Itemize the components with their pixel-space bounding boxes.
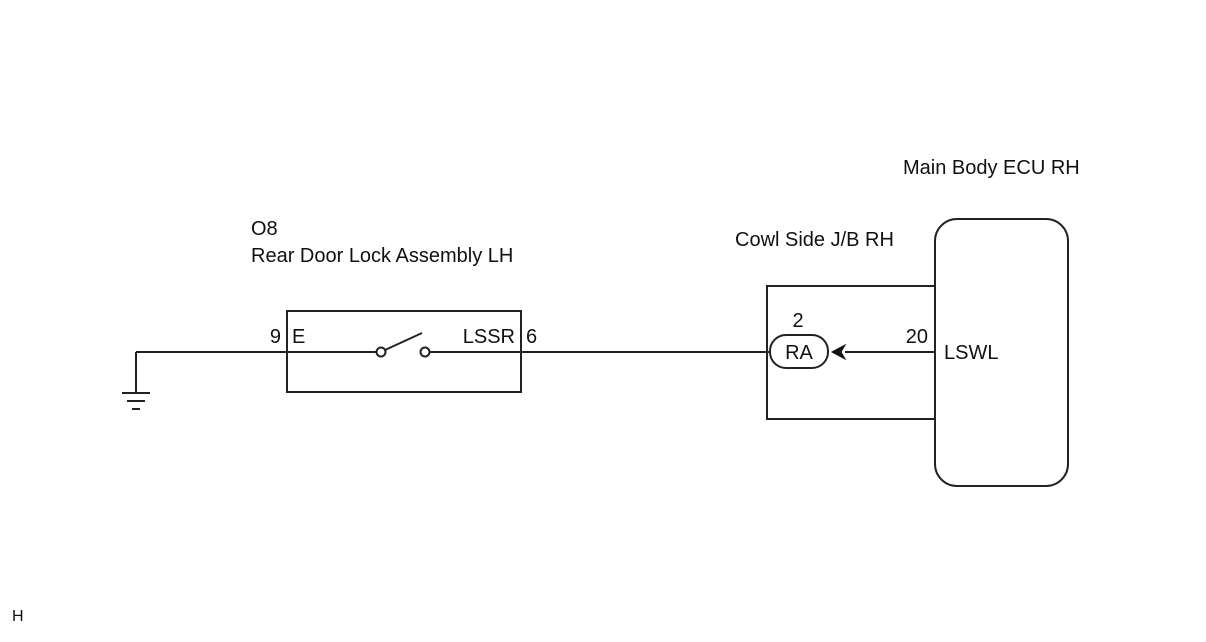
ecu-name: Main Body ECU RH [903, 157, 1080, 179]
footer-mark: H [12, 608, 24, 625]
door-lock-pin-right-number: 6 [526, 326, 537, 348]
junction-block-box [766, 285, 935, 420]
door-lock-pin-left-name: E [292, 326, 305, 348]
connector-label: RA [785, 342, 813, 364]
connector-arrow-icon [830, 343, 847, 361]
ecu-pin-number: 20 [906, 326, 928, 348]
door-lock-pin-right-name: LSSR [463, 326, 515, 348]
door-lock-pin-left-number: 9 [270, 326, 281, 348]
ground-icon [122, 352, 150, 410]
junction-block-name: Cowl Side J/B RH [735, 229, 894, 251]
door-lock-code: O8 [251, 218, 278, 240]
ra-connector [769, 334, 829, 369]
switch-icon [287, 332, 521, 358]
ecu-pin-name: LSWL [944, 342, 998, 364]
connector-pin: 2 [792, 310, 803, 332]
door-lock-name: Rear Door Lock Assembly LH [251, 245, 513, 267]
ecu-box [934, 218, 1069, 487]
